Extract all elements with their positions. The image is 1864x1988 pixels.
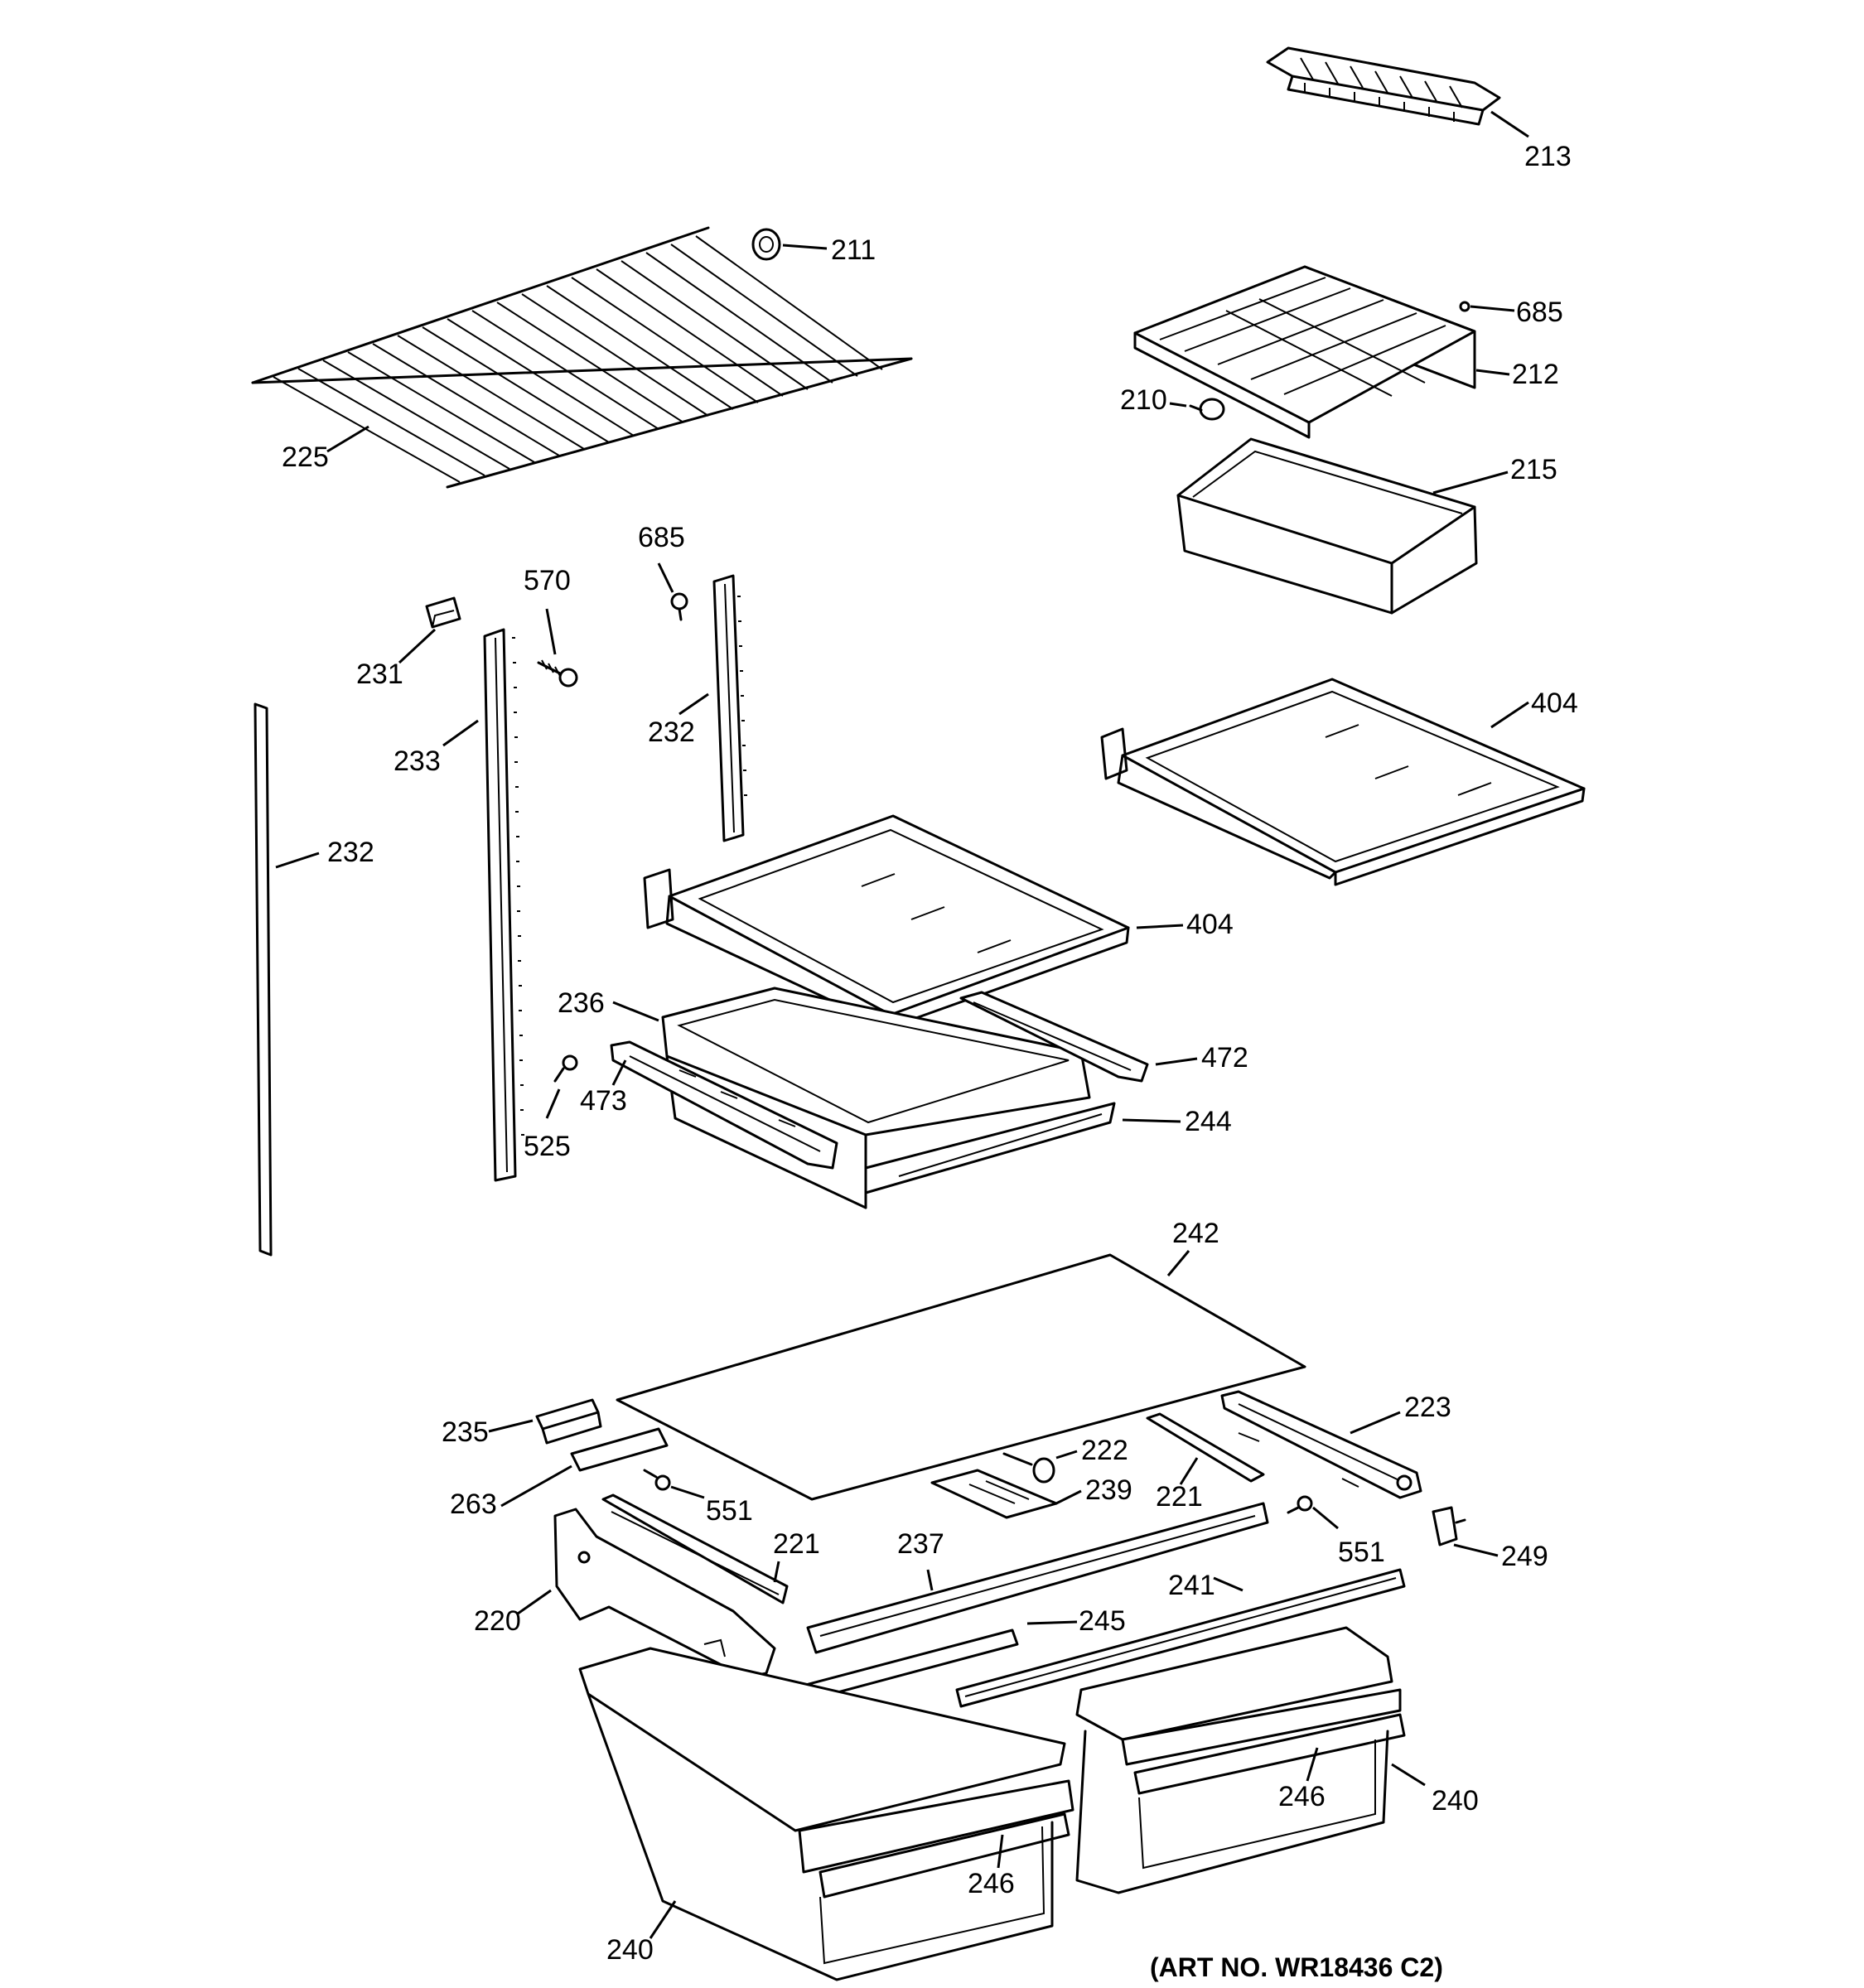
rail-223 <box>1220 1390 1422 1499</box>
callout-223: 223 <box>1404 1392 1451 1423</box>
glass-shelf-right <box>1100 678 1586 886</box>
callout-213: 213 <box>1524 141 1572 172</box>
support-221-left <box>601 1493 789 1604</box>
callout-685b: 685 <box>638 522 685 553</box>
screw-570 <box>537 659 578 688</box>
callout-225: 225 <box>282 442 329 473</box>
callout-211: 211 <box>831 234 876 266</box>
slide-rail-right <box>959 991 1149 1083</box>
callout-551b: 551 <box>1338 1537 1385 1568</box>
callout-212: 212 <box>1512 359 1559 390</box>
callout-685a: 685 <box>1516 297 1563 328</box>
pin-222 <box>1002 1452 1055 1484</box>
callout-237: 237 <box>897 1528 944 1560</box>
bracket-235 <box>535 1398 602 1445</box>
callout-232b: 232 <box>648 717 695 748</box>
callout-246a: 246 <box>968 1868 1015 1899</box>
callout-215: 215 <box>1510 454 1557 485</box>
callout-473: 473 <box>580 1085 627 1117</box>
callout-263: 263 <box>450 1489 497 1520</box>
shelf-support-232 <box>712 574 747 842</box>
crisper-cover-glass <box>616 1253 1306 1501</box>
screw-210 <box>1189 398 1225 421</box>
callout-404a: 404 <box>1531 688 1578 719</box>
callout-221b: 221 <box>773 1528 820 1560</box>
callout-551a: 551 <box>706 1495 753 1527</box>
callout-231: 231 <box>356 659 403 690</box>
callout-241: 241 <box>1168 1570 1215 1601</box>
frame-side-220 <box>553 1508 776 1679</box>
callout-235: 235 <box>442 1416 489 1448</box>
bumper-211 <box>751 228 781 261</box>
art-number: (ART NO. WR18436 C2) <box>1150 1952 1443 1982</box>
callout-525: 525 <box>524 1131 571 1162</box>
adjuster-231 <box>425 596 461 629</box>
callout-570: 570 <box>524 565 571 596</box>
callout-245: 245 <box>1079 1605 1126 1637</box>
callout-240a: 240 <box>606 1934 654 1966</box>
shelf-support-left <box>254 702 273 1257</box>
callout-220: 220 <box>474 1605 521 1637</box>
callout-210: 210 <box>1120 384 1167 416</box>
rail-241 <box>955 1568 1406 1708</box>
ice-tray <box>1266 46 1501 126</box>
crisper-drawer-right <box>1075 1626 1406 1894</box>
screw-525 <box>553 1054 578 1083</box>
ice-bin <box>1176 437 1478 615</box>
support-221-right <box>1146 1412 1265 1483</box>
callout-244: 244 <box>1185 1106 1232 1137</box>
callout-242: 242 <box>1172 1218 1219 1249</box>
callout-236: 236 <box>558 987 605 1019</box>
wire-shelf <box>251 226 913 489</box>
screw-551-right <box>1287 1495 1313 1514</box>
freezer-shelf <box>1133 265 1476 439</box>
callout-222: 222 <box>1081 1435 1128 1466</box>
callout-232a: 232 <box>327 837 374 868</box>
callout-239: 239 <box>1085 1474 1132 1506</box>
callout-404b: 404 <box>1186 909 1234 940</box>
callout-246b: 246 <box>1278 1781 1326 1812</box>
callout-221a: 221 <box>1156 1481 1203 1513</box>
screw-551-left <box>643 1469 671 1491</box>
callout-240b: 240 <box>1432 1785 1479 1817</box>
shelf-support-233 <box>483 628 524 1182</box>
slide-rail-left <box>610 1040 838 1170</box>
rail-237 <box>806 1502 1269 1654</box>
callout-472: 472 <box>1201 1042 1248 1074</box>
crisper-drawer-left <box>578 1647 1074 1981</box>
callout-249: 249 <box>1501 1541 1548 1572</box>
screw-685 <box>670 592 688 621</box>
glass-shelf-middle <box>643 814 1130 1029</box>
callout-233: 233 <box>394 746 441 777</box>
clip-249 <box>1432 1506 1466 1546</box>
rail-263 <box>570 1427 669 1472</box>
